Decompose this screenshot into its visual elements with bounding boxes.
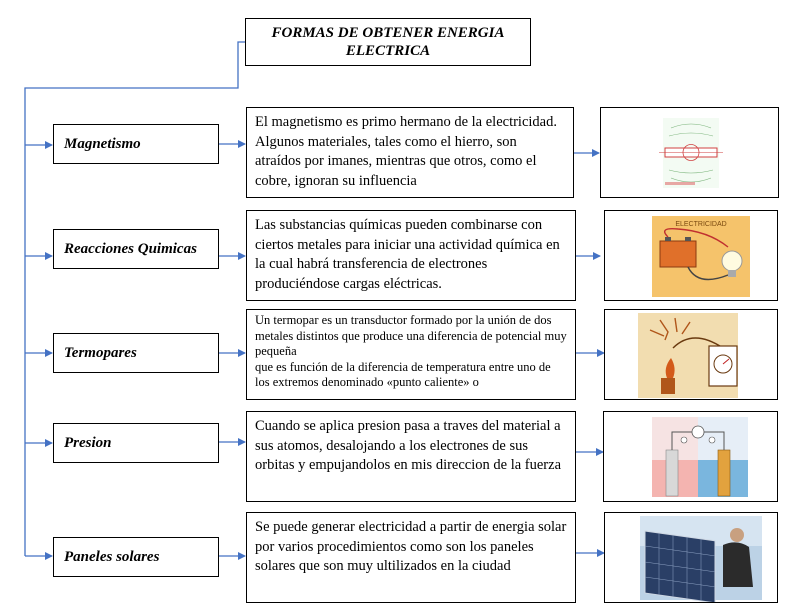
label-presion: Presion bbox=[53, 423, 219, 463]
label-termopares: Termopares bbox=[53, 333, 219, 373]
description-paneles-solares: Se puede generar electricidad a partir d… bbox=[246, 512, 576, 603]
page-title: FORMAS DE OBTENER ENERGIA ELECTRICA bbox=[245, 18, 531, 66]
description-reacciones-quimicas: Las substancias químicas pueden combinar… bbox=[246, 210, 576, 301]
svg-text:ELECTRICIDAD: ELECTRICIDAD bbox=[675, 221, 726, 228]
electrochemical-cell-diagram-icon bbox=[603, 411, 778, 502]
thermocouple-flame-illustration-icon bbox=[604, 309, 778, 400]
description-presion: Cuando se aplica presion pasa a traves d… bbox=[246, 411, 576, 502]
trunk-line bbox=[24, 41, 245, 556]
label-reacciones-quimicas: Reacciones Quimicas bbox=[53, 229, 219, 269]
description-termopares: Un termopar es un transductor formado po… bbox=[246, 309, 576, 400]
label-magnetismo: Magnetismo bbox=[53, 124, 219, 164]
solar-panel-photo-icon bbox=[604, 512, 778, 603]
label-paneles-solares: Paneles solares bbox=[53, 537, 219, 577]
description-magnetismo: El magnetismo es primo hermano de la ele… bbox=[246, 107, 574, 198]
magnet-field-diagram-icon bbox=[600, 107, 779, 198]
battery-bulb-illustration-icon: ELECTRICIDAD bbox=[604, 210, 778, 301]
